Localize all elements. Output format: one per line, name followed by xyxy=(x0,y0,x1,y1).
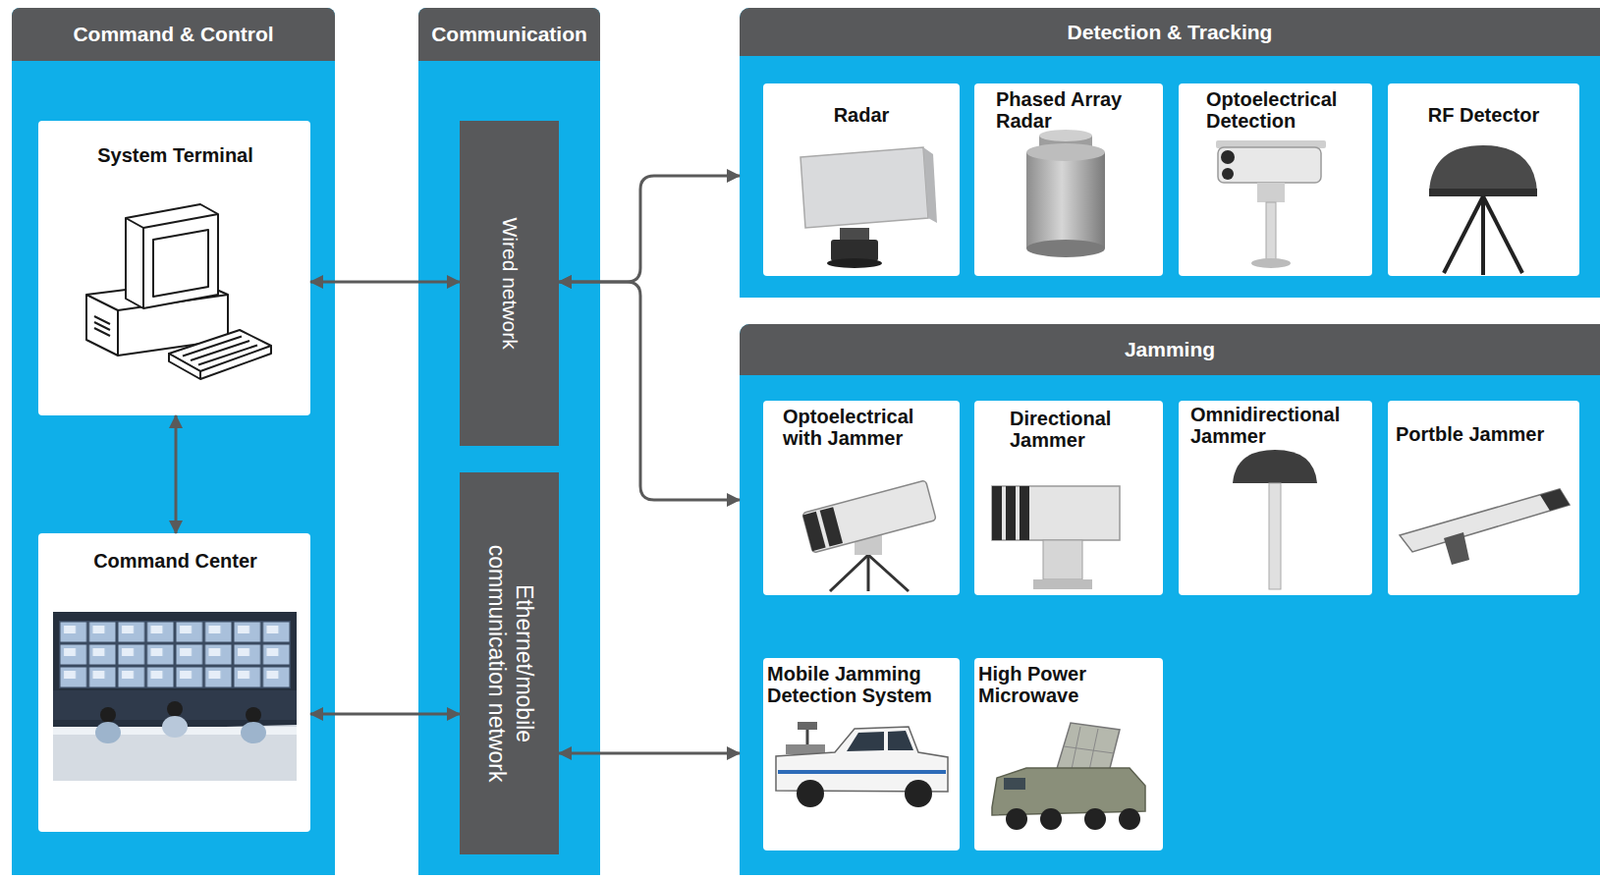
group-panel: Detection & TrackingRadar Phased Array Ra… xyxy=(739,7,1600,298)
box-title: Omnidirectional Jammer xyxy=(1190,404,1369,447)
optoelectrical-jammer-icon xyxy=(802,480,937,592)
group-panel: JammingOptoelectrical with Jammer Directi… xyxy=(739,324,1600,876)
device-box: Directional Jammer xyxy=(974,400,1163,596)
directional-jammer-icon xyxy=(992,486,1120,590)
phased-array-radar-icon xyxy=(1026,129,1105,258)
box-title: Directional Jammer xyxy=(1009,408,1159,451)
panel-header: Detection & Tracking xyxy=(739,7,1600,56)
terminal-box: System Terminal xyxy=(38,120,311,416)
device-box: Optoelectrical with Jammer xyxy=(763,400,960,596)
portable-jammer-icon xyxy=(1399,489,1570,565)
connector-arrow xyxy=(558,752,740,756)
device-box: RF Detector xyxy=(1387,83,1580,276)
device-box: Phased Array Radar xyxy=(974,83,1163,276)
panel-header: Jamming xyxy=(739,324,1600,376)
connector-arrow xyxy=(558,175,740,282)
connector-arrow xyxy=(558,281,740,500)
device-box: Omnidirectional Jammer xyxy=(1178,400,1373,596)
network-box: Ethernet/mobile communication network xyxy=(459,472,559,855)
device-box: Portble Jammer xyxy=(1387,400,1580,596)
radar-icon xyxy=(800,147,938,269)
box-title: Command Center xyxy=(44,551,307,573)
command-center-photo xyxy=(53,611,297,781)
panel-header: Communication xyxy=(418,7,601,61)
network-label: Wired network xyxy=(496,136,522,432)
box-title: System Terminal xyxy=(44,145,307,167)
connector-arrow xyxy=(310,713,460,717)
network-box: Wired network xyxy=(459,120,559,446)
connector-arrow xyxy=(174,415,178,534)
group-panel: Command & ControlSystem TerminalCommand … xyxy=(11,7,335,876)
panel-header: Command & Control xyxy=(11,7,335,61)
box-title: Optoelectrical Detection xyxy=(1206,89,1369,132)
network-label: Ethernet/mobile communication network xyxy=(482,516,537,812)
box-title: High Power Microwave xyxy=(978,663,1159,707)
group-panel: CommunicationWired networkEthernet/mobil… xyxy=(418,7,601,876)
optoelectrical-detection-icon xyxy=(1215,140,1326,269)
box-title: Portble Jammer xyxy=(1395,424,1576,446)
device-box: High Power Microwave xyxy=(974,658,1163,851)
box-title: Radar xyxy=(767,105,956,127)
device-box: Radar xyxy=(763,83,960,276)
connector-arrow xyxy=(310,280,460,284)
box-title: Phased Array Radar xyxy=(995,89,1159,132)
computer-icon xyxy=(86,204,272,380)
box-title: Mobile Jamming Detection System xyxy=(767,663,956,707)
device-box: Optoelectrical Detection xyxy=(1178,83,1373,276)
box-title: Optoelectrical with Jammer xyxy=(782,406,956,449)
microwave-vehicle-icon xyxy=(992,722,1146,830)
box-title: RF Detector xyxy=(1391,105,1576,127)
command-center-box: Command Center xyxy=(38,533,311,832)
rf-detector-icon xyxy=(1429,145,1538,276)
mobile-vehicle-icon xyxy=(775,721,948,808)
omnidirectional-jammer-icon xyxy=(1232,449,1318,590)
device-box: Mobile Jamming Detection System xyxy=(763,658,960,851)
